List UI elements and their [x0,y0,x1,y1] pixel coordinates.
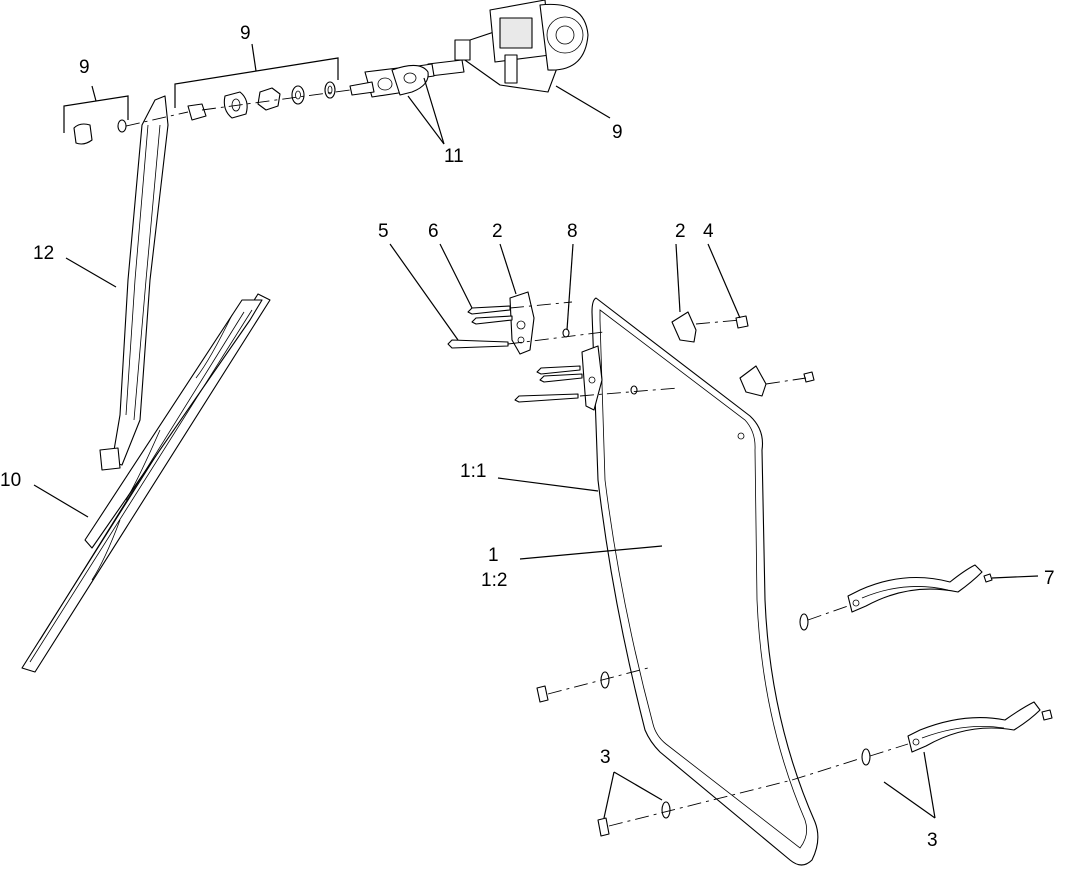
wiper-motor [417,0,589,93]
upper-hinge [509,291,535,355]
callout-1-1: 1:1 [460,461,486,482]
callout-6: 6 [428,221,439,242]
callout-1: 1 [488,545,499,566]
callout-9-motor: 9 [612,122,623,143]
callout-8: 8 [567,221,578,242]
callout-4: 4 [703,221,714,242]
callout-3-left: 3 [600,747,611,768]
callout-2-left: 2 [492,221,503,242]
callout-7: 7 [1044,568,1055,589]
windshield-glass [591,297,819,866]
shaft-hardware [187,81,336,121]
callout-5: 5 [378,221,389,242]
leader-lines [33,43,1039,819]
right-clip-upper [671,311,697,343]
pivot-bracket [349,64,429,98]
callout-labels: 9 9 9 11 12 10 5 6 2 8 2 4 1:1 1 1:2 7 3… [0,23,1055,851]
callout-12: 12 [33,243,54,264]
callout-9-top: 9 [240,23,251,44]
wiper-arm [99,95,169,471]
lower-strut [861,701,1053,766]
mount-buttons [536,671,671,837]
center-lines [125,89,909,827]
callout-1-2: 1:2 [481,570,507,591]
cap-nut [73,119,127,145]
callout-3-right: 3 [927,830,938,851]
lower-hinge [581,345,603,411]
callout-9-left: 9 [79,57,90,78]
callout-10: 10 [0,470,21,491]
screws [447,305,815,403]
callout-11: 11 [444,146,464,167]
right-clip-lower [739,365,767,397]
upper-strut [799,564,993,631]
callout-2-right: 2 [675,221,686,242]
wiper-blade [21,293,271,673]
